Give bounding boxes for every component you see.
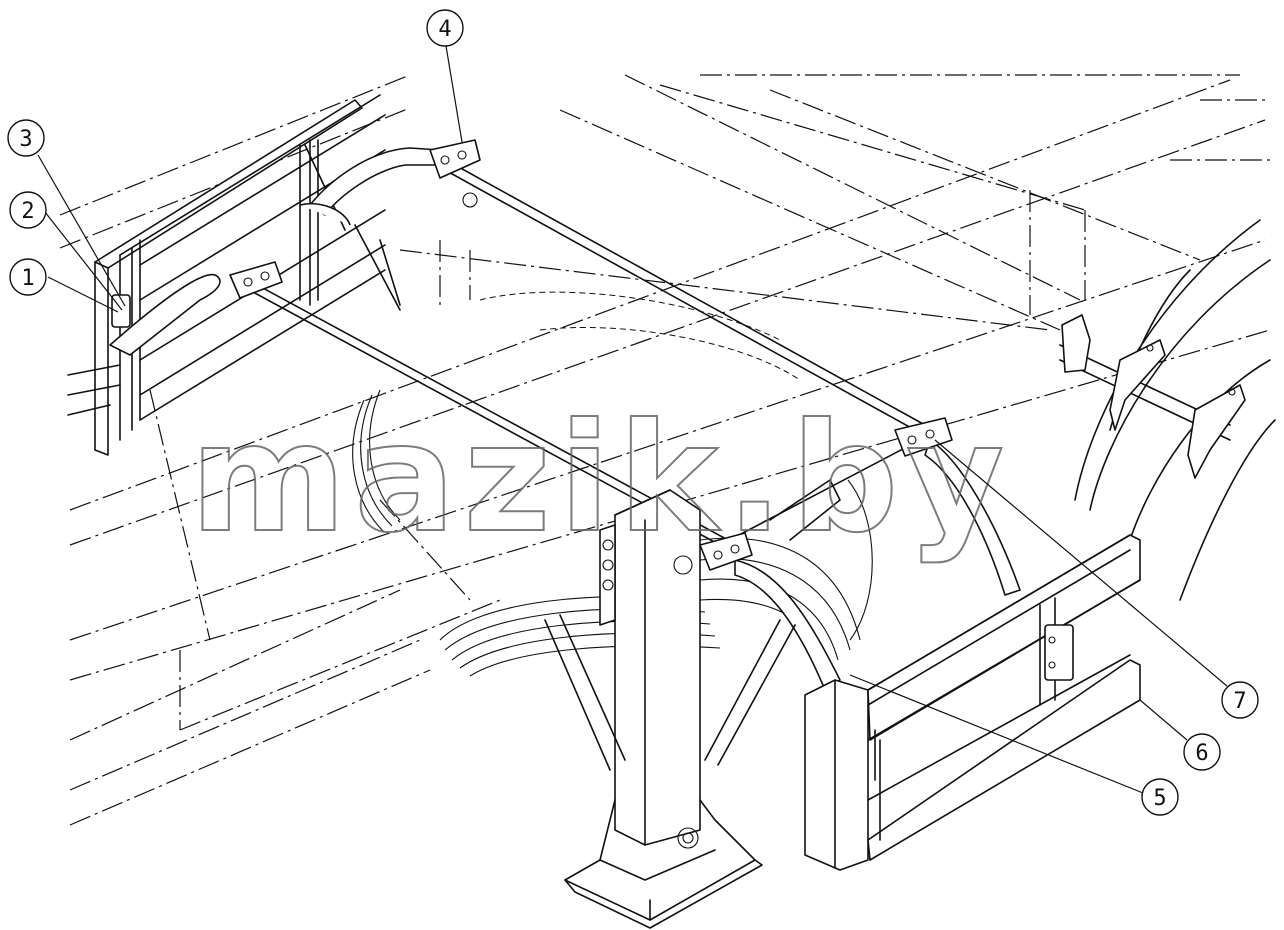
- callout-1: 1: [9, 258, 119, 313]
- callout-6: 6: [1139, 699, 1221, 771]
- callout-7: 7: [934, 439, 1259, 719]
- callout-4-label: 4: [438, 17, 451, 42]
- underrun-guard: [804, 534, 1141, 871]
- callout-2-label: 2: [21, 199, 34, 224]
- bar-brackets: [229, 139, 953, 571]
- watermark: mazik.by: [190, 392, 1012, 566]
- callout-2: 2: [9, 191, 123, 311]
- stowed-arms: [109, 147, 441, 356]
- mudguard: [1059, 219, 1276, 601]
- support-leg: [544, 479, 841, 929]
- callout-5-label: 5: [1153, 786, 1166, 811]
- rear-mount-frame: [67, 94, 401, 456]
- callout-3: 3: [7, 119, 126, 307]
- callout-3-label: 3: [19, 127, 32, 152]
- callout-4: 4: [426, 9, 464, 143]
- callout-5: 5: [849, 674, 1179, 816]
- callout-6-label: 6: [1195, 741, 1208, 766]
- callout-7-label: 7: [1233, 689, 1246, 714]
- guard-bars: [239, 164, 1021, 691]
- callout-1-label: 1: [21, 266, 34, 291]
